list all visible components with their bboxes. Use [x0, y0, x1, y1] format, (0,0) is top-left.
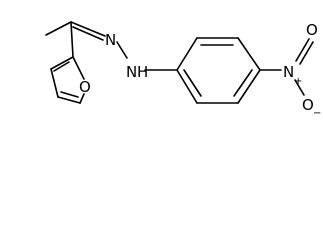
amine-hydrogen-label: H — [137, 63, 148, 81]
furan-bond-c3-c4 — [50, 68, 59, 98]
furan-double-bond-c2-c3 — [53, 61, 70, 72]
nitro-oxygen-bottom-charge: − — [313, 108, 321, 119]
nitro-oxygen-top-label: O — [306, 21, 318, 39]
benzene-bond-3 — [237, 37, 261, 71]
nitro-oxygen-bottom-label: O — [302, 96, 314, 114]
furan-oxygen-label: O — [79, 78, 91, 96]
furan-bond-o-c2 — [72, 56, 85, 80]
furan-bond-c2-c1 — [70, 21, 74, 58]
imine-double-bond-b — [72, 26, 104, 41]
nitro-n-o-double-bond-a — [295, 38, 310, 62]
amine-nitrogen-label: N — [126, 63, 137, 81]
furan-bond-c2-c3 — [50, 56, 74, 70]
benzene-bond-4 — [237, 69, 261, 104]
azo-nitrogen-label: N — [105, 31, 116, 49]
nitro-n-o-double-bond-b — [299, 41, 314, 65]
nitro-nitrogen-label: N — [283, 63, 294, 81]
benzene-bond-6 — [176, 69, 198, 104]
structure-canvas: O N N H N + O O − — [45, 21, 321, 119]
furan-bond-c5-o — [79, 93, 85, 104]
furan-bond-c4-c5 — [57, 96, 81, 104]
hydrazone-n-n-bond — [116, 41, 128, 59]
benzene-bond-1 — [176, 37, 198, 71]
imine-double-bond-a — [70, 21, 106, 37]
nitro-nitrogen-charge: + — [294, 76, 302, 87]
furan-double-bond-c4-c5 — [60, 91, 79, 98]
nitro-n-o-single-bond — [294, 79, 305, 96]
chemical-structure: O N N H N + O O − — [45, 21, 321, 119]
methyl-bond — [45, 21, 72, 36]
benzene-inner-bond-c — [183, 69, 202, 97]
benzene-inner-bond-b — [233, 69, 253, 97]
